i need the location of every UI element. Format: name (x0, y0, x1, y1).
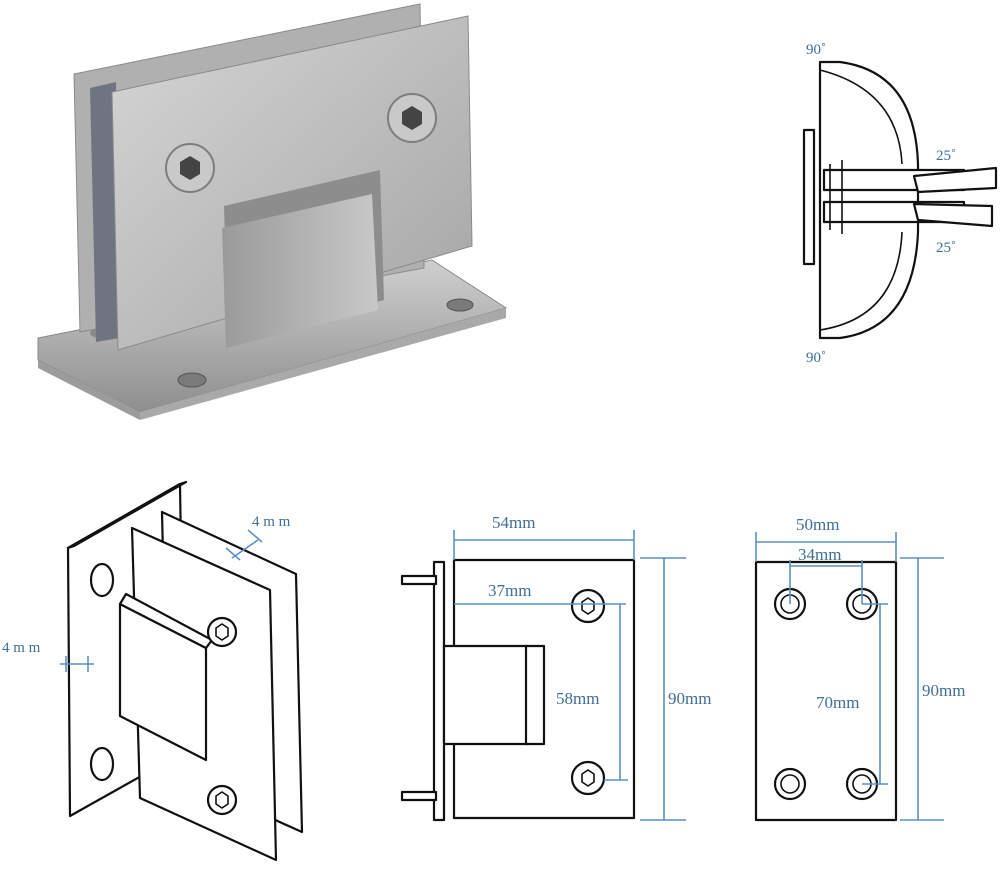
thickness-top-label: 4 m m (252, 514, 291, 530)
screw-icon (387, 93, 437, 143)
hole-span-label: 34mm (798, 545, 841, 564)
screw-icon (206, 784, 238, 816)
angle-bottom-label: 90˚ (806, 350, 826, 366)
plate-height-label: 90mm (922, 681, 965, 700)
offset-label: 37mm (488, 581, 531, 600)
angle-lower-label: 25˚ (936, 240, 956, 256)
height-label: 90mm (668, 689, 711, 708)
screw-icon (206, 616, 238, 648)
screw-icon (570, 588, 606, 624)
width-label: 54mm (492, 513, 535, 532)
top-view-diagram: 90˚ 25˚ 25˚ 90˚ (802, 42, 998, 366)
plate-view-diagram: 50mm 34mm 70mm 90mm (754, 515, 965, 822)
side-view-diagram: 54mm 37mm 58mm 90mm (400, 513, 711, 822)
screw-icon (165, 143, 215, 193)
iso-view-diagram: 4 m m 4 m m (2, 480, 304, 862)
hole-icon (773, 767, 807, 801)
plate-width-label: 50mm (796, 515, 839, 534)
hinge-photo (37, 3, 508, 420)
angle-upper-label: 25˚ (936, 148, 956, 164)
angle-top-label: 90˚ (806, 42, 826, 58)
thickness-left-label: 4 m m (2, 640, 41, 656)
plate-hole-spacing-label: 70mm (816, 693, 859, 712)
hole-spacing-label: 58mm (556, 689, 599, 708)
screw-icon (570, 760, 606, 796)
